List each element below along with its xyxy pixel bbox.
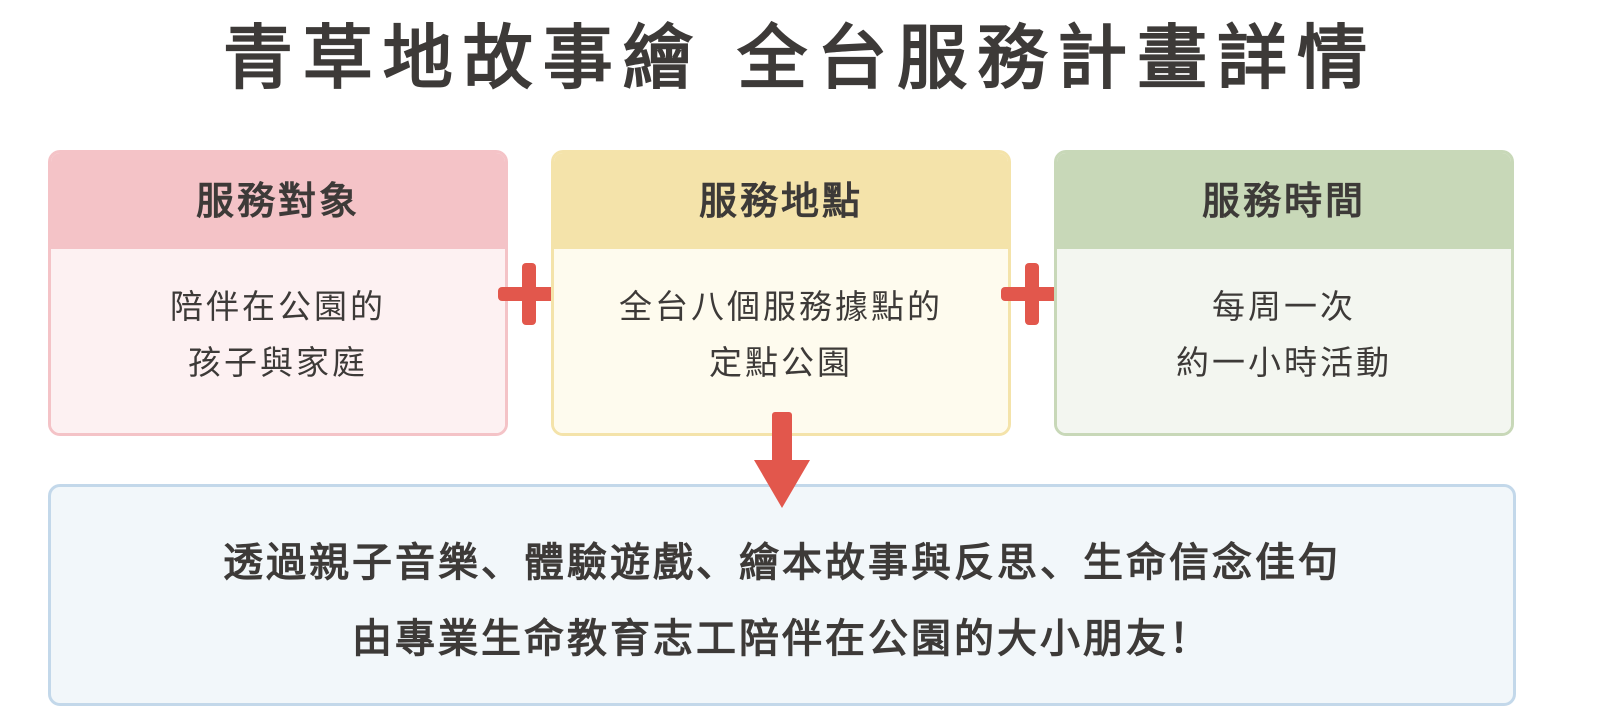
card-service-target: 服務對象 陪伴在公園的 孩子與家庭: [48, 150, 508, 436]
card-service-time: 服務時間 每周一次 約一小時活動: [1054, 150, 1514, 436]
summary-line: 由專業生命教育志工陪伴在公園的大小朋友！: [352, 616, 1212, 662]
card-line: 全台八個服務據點的: [619, 287, 943, 326]
card-line: 陪伴在公園的: [170, 287, 386, 326]
plus-icon: [498, 263, 560, 325]
summary-box: 透過親子音樂、體驗遊戲、繪本故事與反思、生命信念佳句 由專業生命教育志工陪伴在公…: [48, 484, 1516, 706]
card-heading: 服務時間: [1057, 153, 1511, 249]
card-line: 約一小時活動: [1176, 343, 1392, 382]
card-service-location: 服務地點 全台八個服務據點的 定點公園: [551, 150, 1011, 436]
summary-line: 透過親子音樂、體驗遊戲、繪本故事與反思、生命信念佳句: [223, 540, 1341, 586]
card-body: 全台八個服務據點的 定點公園: [554, 249, 1008, 433]
arrow-down-icon: [754, 412, 810, 508]
plus-icon: [1001, 263, 1063, 325]
card-heading: 服務對象: [51, 153, 505, 249]
card-body: 陪伴在公園的 孩子與家庭: [51, 249, 505, 433]
page-title: 青草地故事繪 全台服務計畫詳情: [222, 17, 1378, 99]
card-body: 每周一次 約一小時活動: [1057, 249, 1511, 433]
card-heading: 服務地點: [554, 153, 1008, 249]
card-line: 孩子與家庭: [188, 343, 368, 382]
card-line: 定點公園: [709, 343, 853, 382]
card-line: 每周一次: [1212, 287, 1356, 326]
